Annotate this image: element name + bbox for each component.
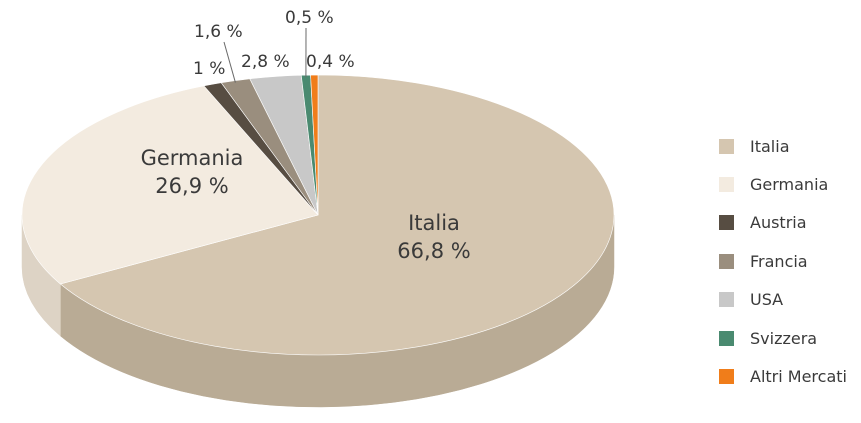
legend-swatch-austria: [719, 215, 734, 230]
legend-swatch-altri-mercati: [719, 369, 734, 384]
legend-swatch-germania: [719, 177, 734, 192]
legend-entry-italia: Italia: [719, 137, 790, 156]
legend-swatch-italia: [719, 139, 734, 154]
legend-entry-altri-mercati: Altri Mercati: [719, 367, 847, 386]
legend-label-altri-mercati: Altri Mercati: [750, 367, 847, 386]
legend-swatch-usa: [719, 292, 734, 307]
pie-slice-germania: [21, 85, 319, 285]
legend-label-francia: Francia: [750, 252, 808, 271]
slice-label-altri-mercati-value: 0,4 %: [306, 52, 355, 72]
legend-label-usa: USA: [750, 290, 783, 309]
legend-entry-francia: Francia: [719, 252, 808, 271]
slice-label-svizzera-value: 0,5 %: [285, 8, 334, 28]
pie-slices: [21, 74, 615, 356]
slice-label-italia-name: Italia: [408, 211, 460, 235]
legend-swatch-svizzera: [719, 331, 734, 346]
slice-label-germania-name: Germania: [141, 146, 244, 170]
slice-label-francia-value: 1,6 %: [194, 22, 243, 42]
legend-entry-svizzera: Svizzera: [719, 329, 817, 348]
legend-entry-usa: USA: [719, 290, 783, 309]
legend-entry-germania: Germania: [719, 175, 828, 194]
slice-label-italia-value: 66,8 %: [397, 239, 470, 263]
slice-labels: Italia 66,8 % Germania 26,9 % 1 % 1,6 % …: [141, 8, 471, 263]
legend-swatch-francia: [719, 254, 734, 269]
slice-label-germania-value: 26,9 %: [155, 174, 228, 198]
legend-label-austria: Austria: [750, 213, 807, 232]
slice-label-usa-value: 2,8 %: [241, 52, 290, 72]
legend-label-italia: Italia: [750, 137, 790, 156]
slice-label-austria-value: 1 %: [193, 59, 225, 79]
pie-slice-italia: [59, 74, 615, 356]
pie-slice-altri-mercati: [310, 74, 319, 216]
legend-label-svizzera: Svizzera: [750, 329, 817, 348]
leader-line-francia: [223, 41, 236, 83]
leader-lines: [223, 27, 307, 83]
legend-entry-austria: Austria: [719, 213, 807, 232]
legend-label-germania: Germania: [750, 175, 828, 194]
legend: Italia Germania Austria Francia USA Sviz…: [719, 137, 847, 386]
